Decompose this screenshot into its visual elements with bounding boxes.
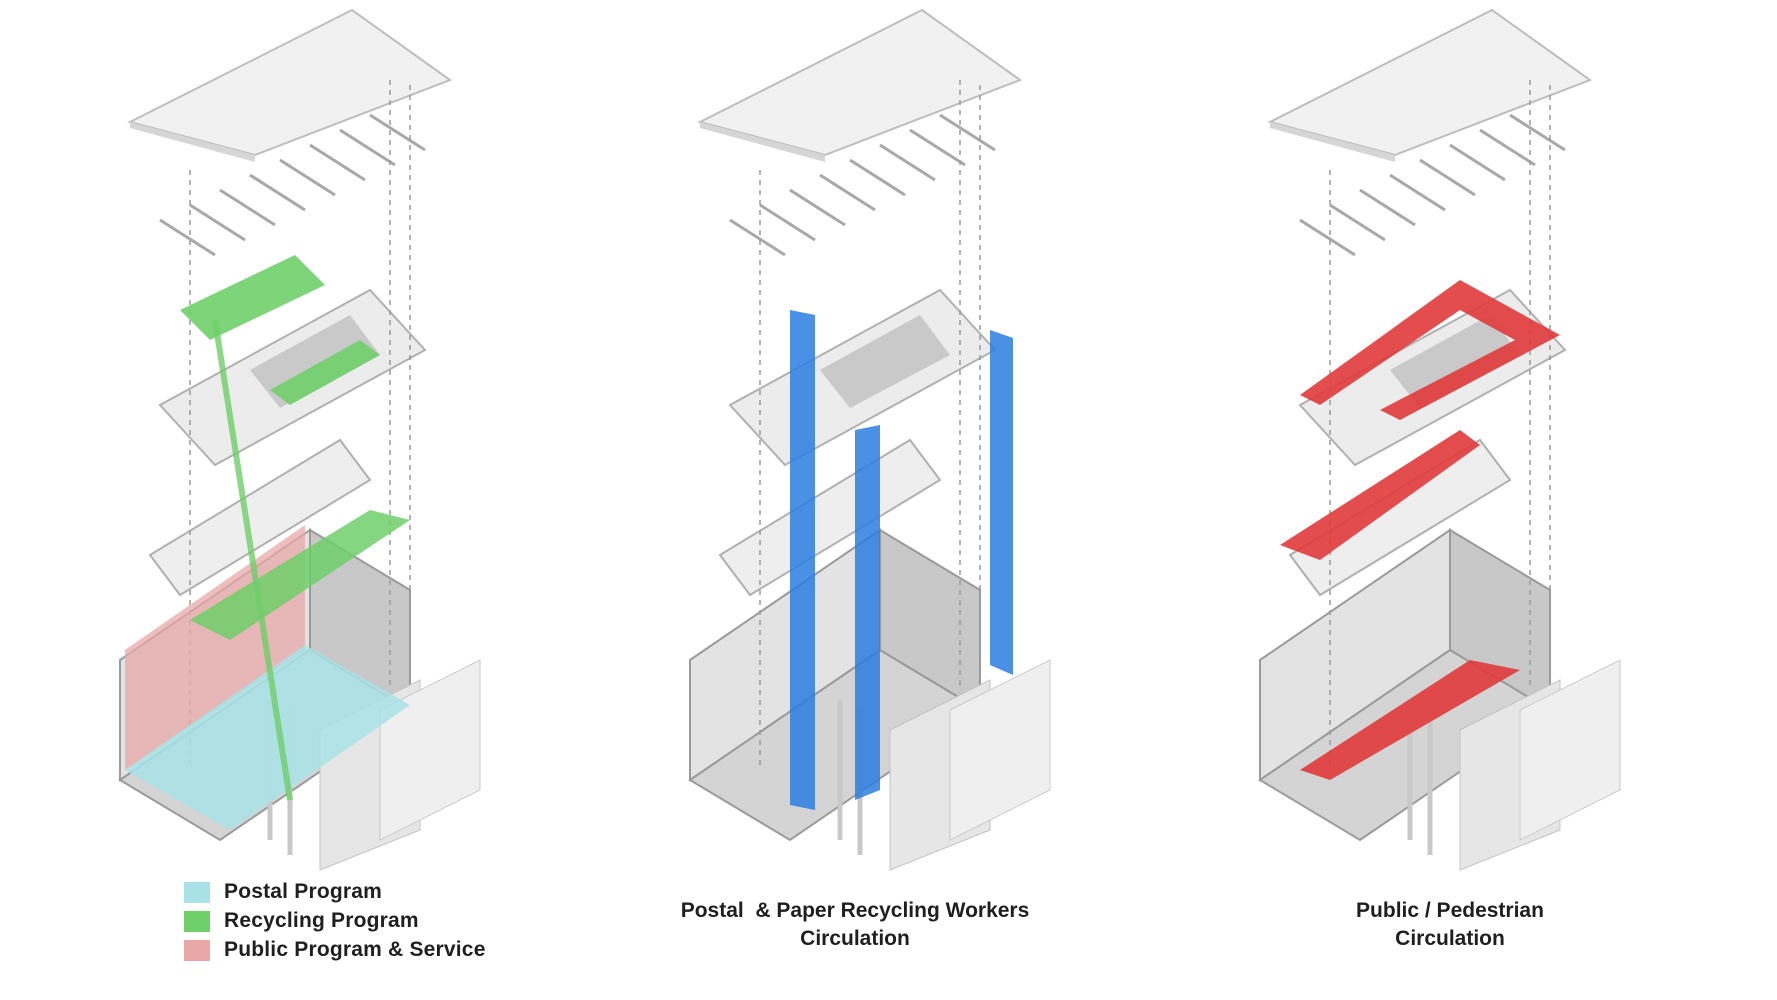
recycling-program-deck	[270, 340, 380, 405]
caption-worker-circulation: Postal & Paper Recycling Workers Circula…	[640, 897, 1070, 953]
recycling-program-top	[180, 255, 325, 340]
worker-core-2	[855, 425, 880, 800]
caption-public-line1: Public / Pedestrian	[1356, 899, 1544, 922]
legend-item-recycling: Recycling Program	[184, 907, 504, 935]
legend-label-postal: Postal Program	[224, 880, 383, 903]
worker-core-1	[790, 310, 815, 810]
public-path-mid	[1280, 430, 1480, 560]
caption-public-circulation: Public / Pedestrian Circulation	[1290, 897, 1610, 953]
worker-core-3	[990, 330, 1013, 675]
worker-circulation-diagram	[690, 10, 1050, 870]
legend-item-postal: Postal Program	[184, 878, 504, 906]
legend-swatch-recycling	[184, 910, 210, 932]
public-path-upper	[1300, 280, 1560, 420]
legend-swatch-public	[184, 939, 210, 961]
program-diagram	[120, 10, 480, 870]
legend-label-public: Public Program & Service	[224, 938, 486, 961]
caption-worker-line2: Circulation	[800, 927, 910, 950]
public-path-ground	[1300, 660, 1520, 780]
postal-program-floor	[125, 645, 410, 830]
legend-label-recycling: Recycling Program	[224, 909, 419, 932]
legend-swatch-postal	[184, 881, 210, 903]
legend-item-public: Public Program & Service	[184, 936, 504, 964]
public-circulation-diagram	[1260, 10, 1620, 870]
caption-worker-line1: Postal & Paper Recycling Workers	[680, 899, 1030, 922]
recycling-program-floor	[190, 510, 410, 640]
recycling-chute	[212, 319, 293, 801]
legend: Postal Program Recycling Program Public …	[184, 878, 504, 965]
caption-public-line2: Circulation	[1395, 927, 1505, 950]
